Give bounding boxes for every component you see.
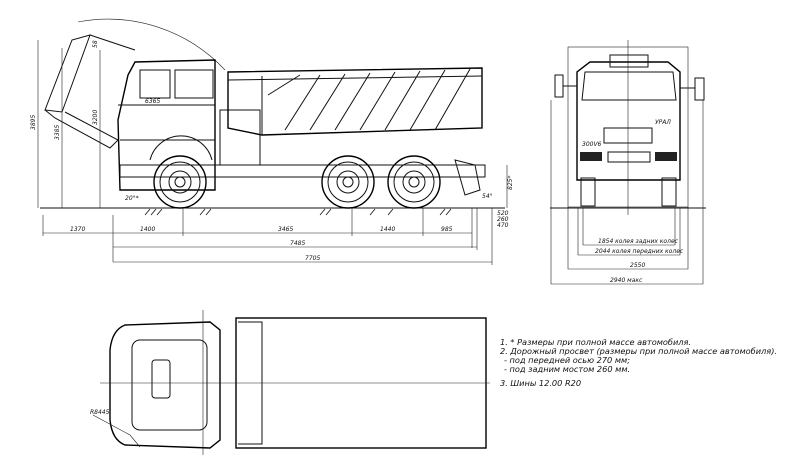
height-3385-dim: 3385 [54, 125, 61, 140]
width-dimensions: 1854 колея задних колес 2044 колея перед… [550, 100, 704, 285]
note-2a: - под передней осью 270 мм; [504, 355, 630, 365]
dim-7705: 7705 [305, 255, 320, 262]
notes: 1. * Размеры при полной массе автомобиля… [500, 337, 777, 388]
dim-7485: 7485 [290, 240, 305, 247]
ground-hatch [144, 208, 452, 216]
note-2b: - под задним мостом 260 мм. [504, 364, 630, 374]
dump-body [227, 67, 483, 136]
front-left-tire [580, 177, 596, 207]
dim-1370: 1370 [70, 226, 85, 233]
turn-radius-label: R8445 [90, 409, 110, 416]
front-view: УРАЛ 300V6 1854 колея задних колес 2044 … [550, 40, 706, 285]
approach-angle: 20°* [125, 195, 139, 202]
dim-2044: 2044 колея передних колес [595, 248, 684, 255]
dim-1440: 1440 [380, 226, 395, 233]
dim-1400: 1400 [140, 226, 155, 233]
cab-height-label: 6365 [145, 98, 160, 105]
brand-label: УРАЛ [655, 119, 671, 126]
dim-2550: 2550 [630, 262, 645, 269]
rear-470-dim: 470 [497, 222, 509, 229]
rear-wheel-2 [387, 155, 441, 209]
dim-1854: 1854 колея задних колес [598, 238, 679, 245]
engine-label: 300V6 [582, 141, 602, 148]
right-headlight [655, 152, 677, 161]
departure-angle: 54° [482, 193, 493, 200]
left-headlight [580, 152, 602, 161]
cab-front [576, 61, 681, 181]
front-wheel [153, 155, 207, 209]
top-view: R8445 [90, 310, 490, 455]
front-right-tire [661, 177, 677, 207]
grille [603, 127, 653, 144]
right-mirror [694, 77, 705, 101]
rear-wheel-1 [321, 155, 375, 209]
rear-520-dim: 520 [497, 210, 509, 217]
side-view: 6365 3895 3385 3200 58 20°* 54° 825* 520… [30, 18, 514, 265]
clearance-58-dim: 58 [92, 40, 99, 48]
length-dimensions: 1370 1400 3465 1440 985 7485 7705 [42, 208, 493, 265]
left-mirror [554, 74, 564, 98]
rear-bumper [454, 159, 481, 196]
rear-height-dim: 825* [507, 176, 514, 190]
chassis-frame [119, 164, 486, 178]
dim-2940: 2940 макс [610, 277, 643, 284]
cab: 6365 [117, 59, 216, 191]
dim-3465: 3465 [278, 226, 293, 233]
roof-hatch [151, 359, 171, 399]
height-3200-dim: 3200 [92, 110, 99, 125]
tipped-cab-outline [44, 18, 226, 149]
rear-260-dim: 260 [497, 216, 509, 223]
note-2: 2. Дорожный просвет (размеры при полной … [500, 346, 777, 356]
note-1: 1. * Размеры при полной массе автомобиля… [500, 337, 691, 347]
hydraulic-unit [219, 109, 261, 166]
note-3: 3. Шины 12.00 R20 [500, 378, 581, 388]
dim-985: 985 [441, 226, 453, 233]
windshield [581, 71, 677, 101]
tipped-height-dim: 3895 [30, 115, 37, 130]
